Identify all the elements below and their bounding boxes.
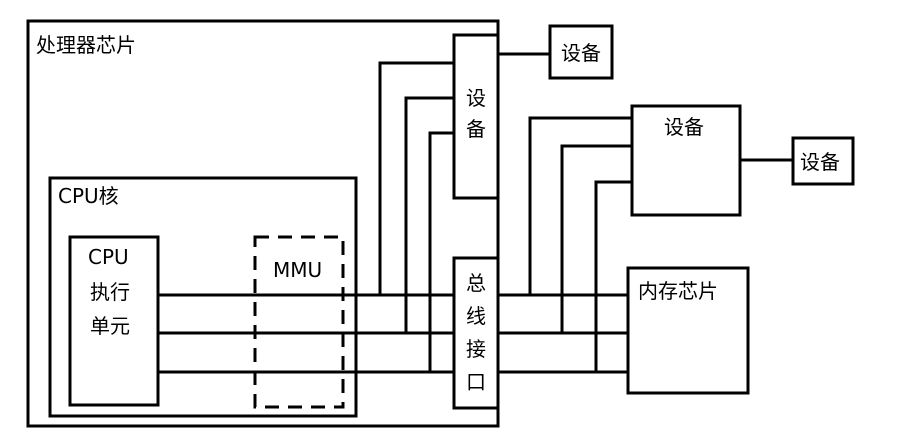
cpu-core-label: CPU核 [58, 184, 119, 208]
bus-interface-label-line4: 口 [466, 370, 486, 394]
internal-device-label-line1: 设 [466, 86, 486, 110]
mid-device-link-2 [560, 144, 632, 333]
mmu-box [253, 235, 345, 409]
internal-device-link-1 [378, 61, 454, 295]
mid-device-label: 设备 [664, 115, 704, 139]
cpu-exec-label-line2: 执行 [90, 280, 130, 304]
memory-chip-box [626, 266, 750, 395]
mid-device-box [630, 104, 742, 217]
memory-chip-label: 内存芯片 [638, 279, 718, 303]
mid-device-link-1 [528, 116, 632, 295]
bus-interface-label-line2: 线 [466, 304, 486, 328]
top-device-box [548, 24, 614, 80]
bus-interface-label-line1: 总 [466, 271, 486, 295]
internal-device-label-line2: 备 [466, 117, 486, 141]
right-device-label: 设备 [800, 150, 840, 174]
mid-device-link-3 [594, 180, 632, 372]
internal-device-link-2 [404, 96, 454, 333]
cpu-exec-label-line1: CPU [88, 245, 129, 269]
top-device-label: 设备 [561, 41, 601, 65]
processor-chip-label: 处理器芯片 [36, 33, 136, 57]
right-device-box [791, 136, 855, 186]
mmu-label: MMU [273, 258, 322, 282]
internal-device-link-3 [428, 131, 454, 372]
bus-interface-box [452, 256, 500, 410]
cpu-exec-unit-box [68, 235, 160, 407]
cpu-exec-label-line3: 单元 [90, 314, 130, 338]
bus-interface-label-line3: 接 [466, 337, 486, 361]
internal-device-box [452, 33, 500, 200]
